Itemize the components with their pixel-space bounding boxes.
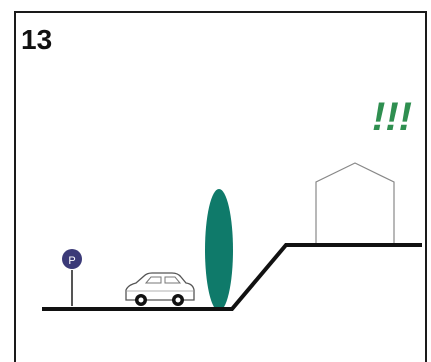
exclamation-marks: !!! [372,95,412,139]
tree [205,189,233,311]
house-outline [316,163,394,246]
car [126,273,194,306]
parking-sign-letter: P [68,255,75,267]
